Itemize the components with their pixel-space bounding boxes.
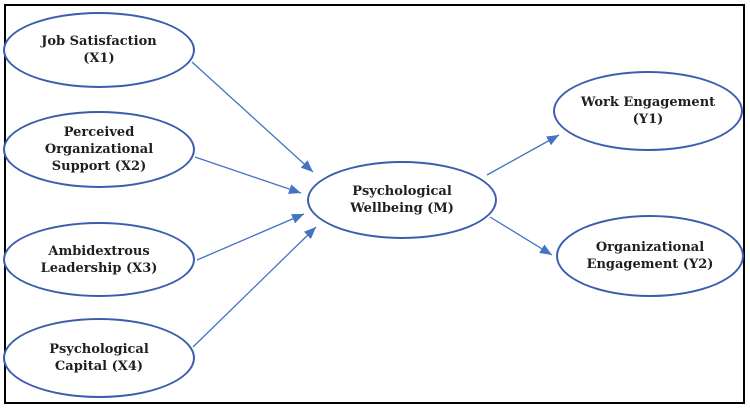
- node-label-line: Job Satisfaction: [41, 34, 157, 49]
- node-job-satisfaction: Job Satisfaction (X1): [3, 12, 195, 88]
- node-label-line: Ambidextrous: [48, 243, 150, 259]
- edge-x4-to-m: [192, 226, 317, 348]
- node-label-line: Wellbeing (M): [350, 201, 454, 216]
- node-label: Ambidextrous Leadership (X3): [41, 243, 158, 277]
- node-work-engagement: Work Engagement (Y1): [553, 71, 743, 151]
- node-label: Organizational Engagement (Y2): [587, 239, 714, 273]
- node-label-line: Psychological: [49, 342, 149, 357]
- node-label-line: Capital (X4): [54, 359, 144, 374]
- node-perceived-organizational-support: Perceived Organizational Support (X2): [3, 111, 195, 188]
- node-psychological-capital: Psychological Capital (X4): [3, 318, 195, 398]
- node-label: Perceived Organizational Support (X2): [45, 124, 153, 175]
- edge-m-to-y2: [489, 216, 553, 256]
- node-label: Work Engagement (Y1): [581, 94, 715, 128]
- node-label-line: Organizational: [595, 240, 705, 255]
- node-label: Psychological Wellbeing (M): [350, 183, 454, 217]
- node-label-line: (X1): [83, 51, 115, 66]
- node-label-line: Organizational: [44, 142, 154, 157]
- node-label-line: (Y1): [632, 112, 664, 127]
- node-label-line: Psychological: [352, 184, 452, 199]
- node-organizational-engagement: Organizational Engagement (Y2): [556, 215, 744, 297]
- node-label-line: Support (X2): [51, 159, 147, 174]
- node-label-line: Perceived: [63, 125, 135, 140]
- node-label-line: Work Engagement: [580, 95, 716, 110]
- node-psychological-wellbeing: Psychological Wellbeing (M): [307, 161, 497, 239]
- edge-x1-to-m: [191, 61, 314, 173]
- node-ambidextrous-leadership: Ambidextrous Leadership (X3): [3, 222, 195, 297]
- node-label-line: Leadership (X3): [40, 260, 158, 276]
- edge-x2-to-m: [194, 156, 302, 194]
- node-label: Psychological Capital (X4): [49, 341, 149, 375]
- edge-x3-to-m: [196, 213, 305, 261]
- node-label: Job Satisfaction (X1): [41, 33, 157, 67]
- node-label-line: Engagement (Y2): [586, 257, 714, 272]
- edge-m-to-y1: [486, 134, 560, 176]
